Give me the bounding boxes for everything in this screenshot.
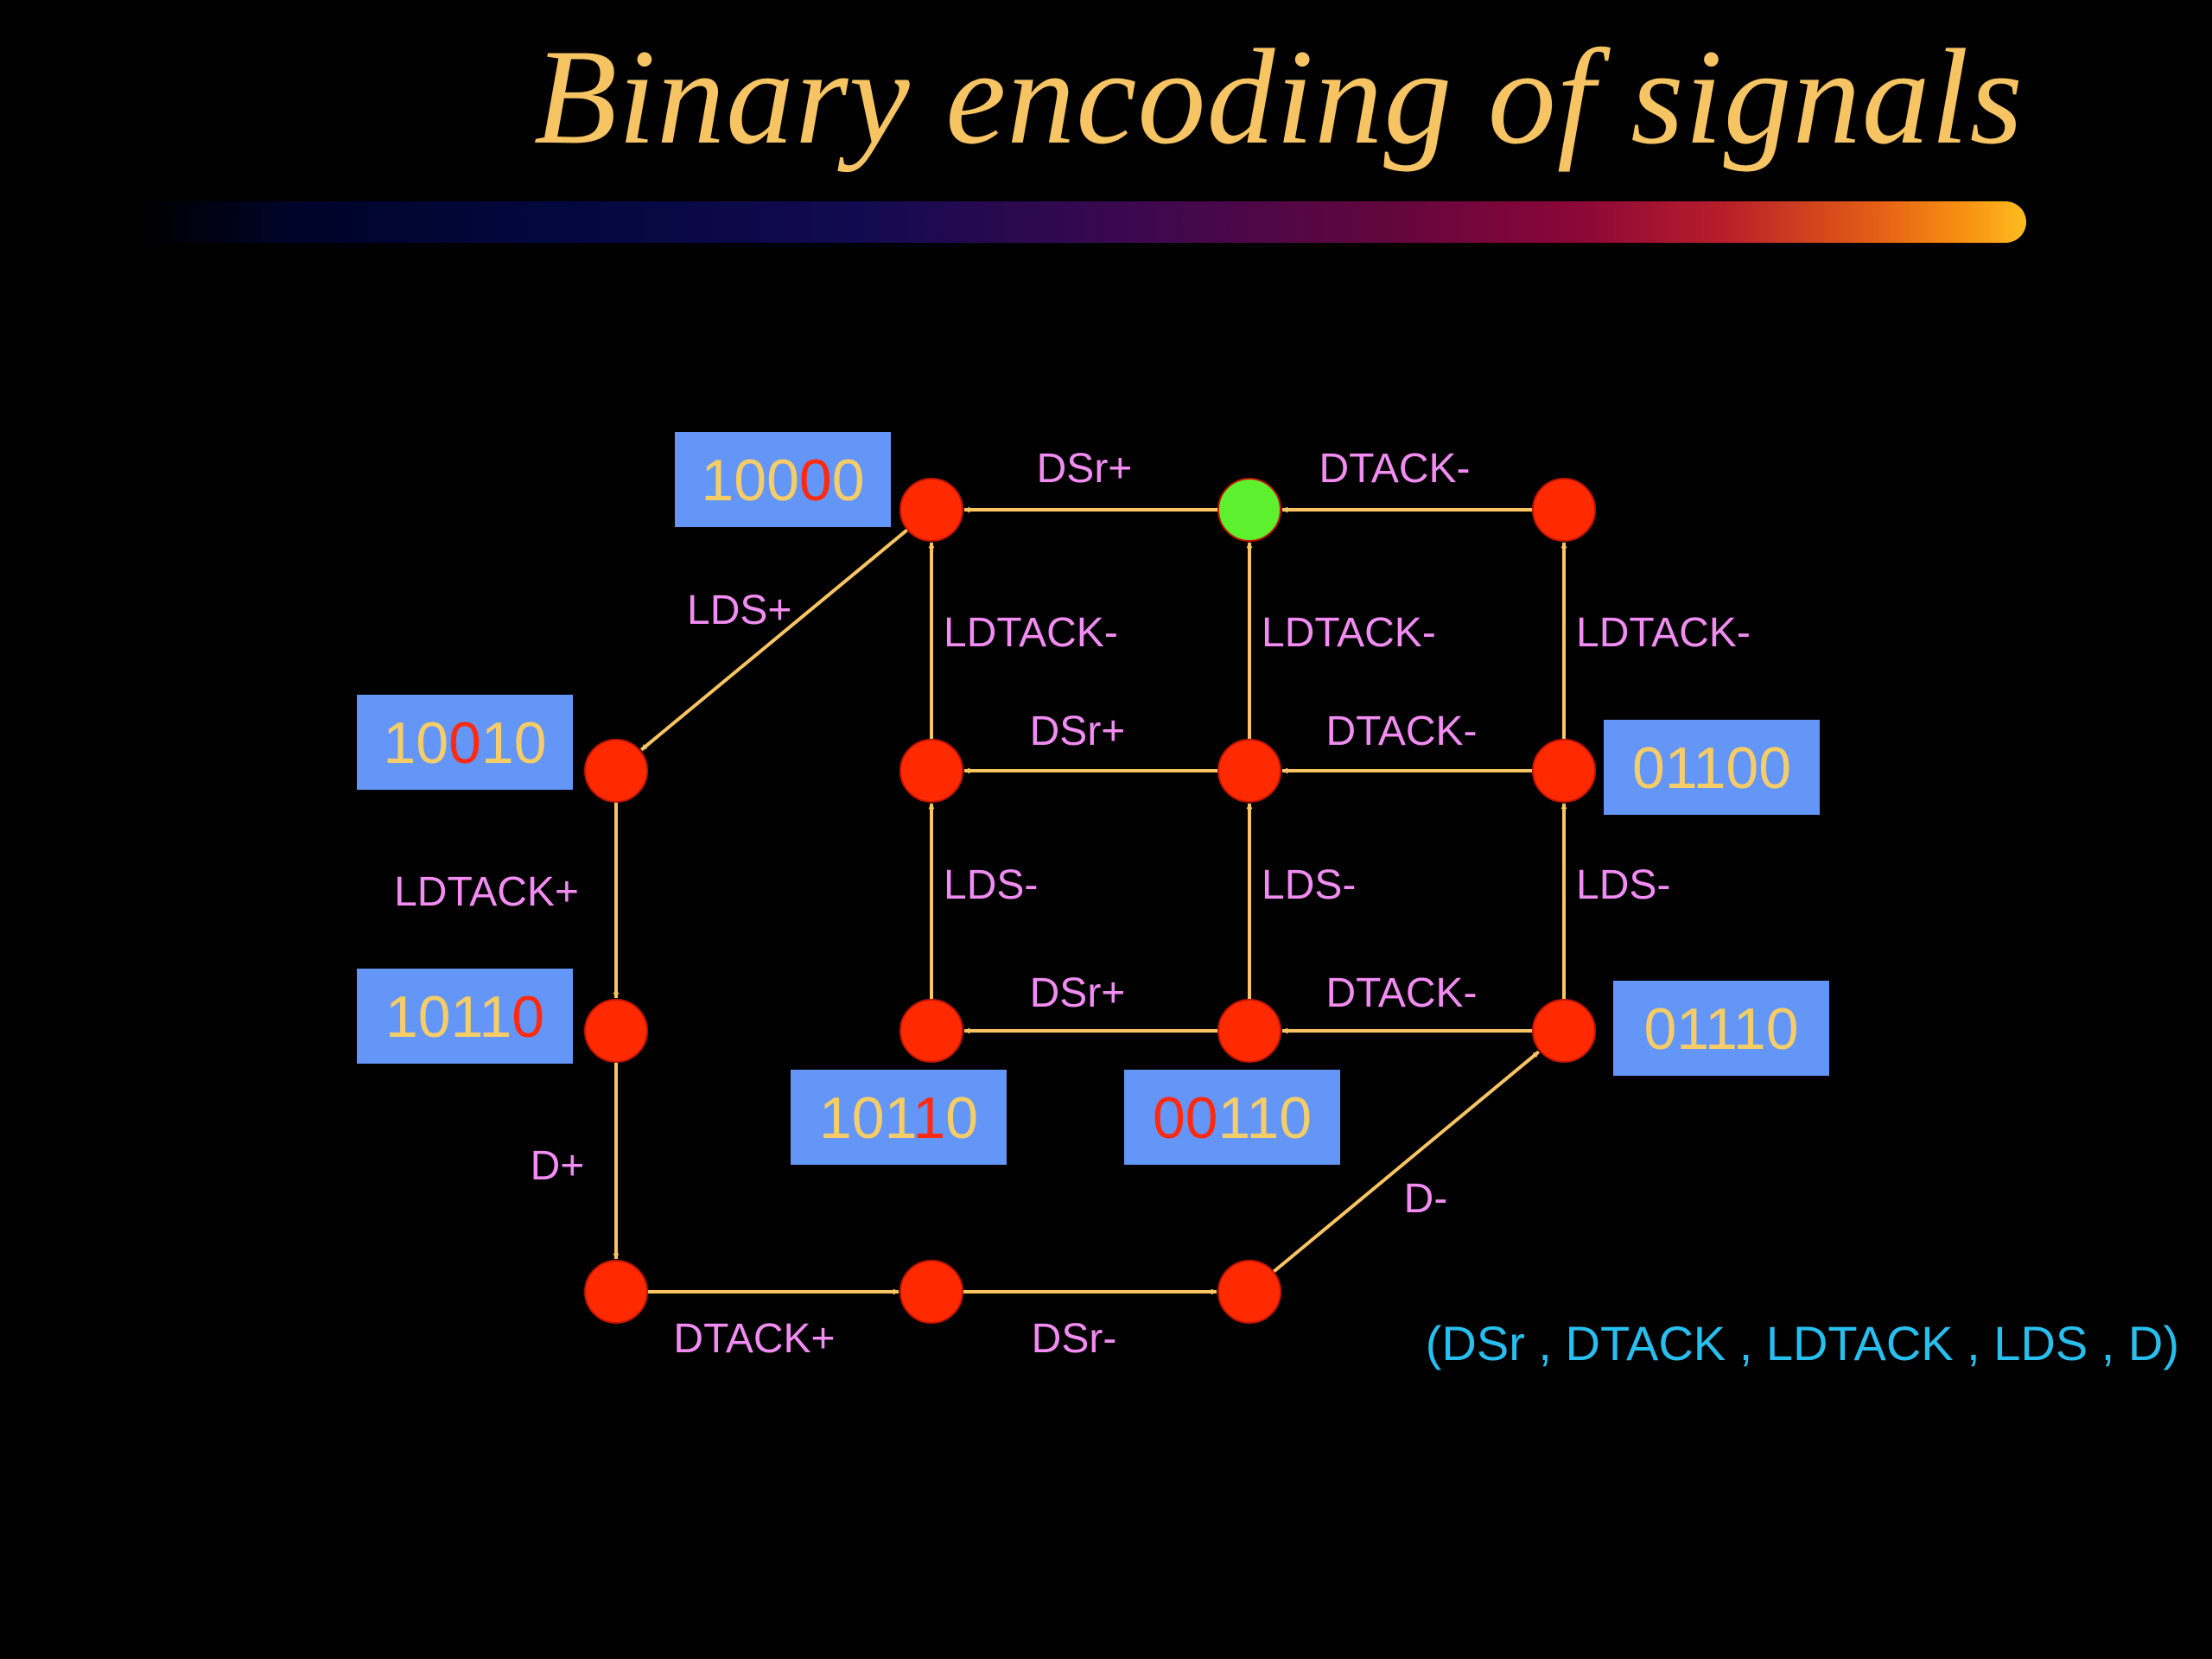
code-bit: 1 [479, 984, 512, 1050]
edges [613, 506, 1567, 1295]
code-bit: 1 [1705, 996, 1735, 1062]
code-bit: 1 [451, 984, 481, 1050]
code-box-bg [675, 432, 891, 527]
code-bit: 1 [1218, 1085, 1249, 1151]
edge-label: DTACK- [1325, 970, 1477, 1016]
code-box-bg [1613, 981, 1829, 1076]
code-bit: 0 [1185, 1085, 1218, 1151]
edge-label: DTACK- [1325, 709, 1477, 754]
edge-label: LDS- [1576, 862, 1670, 908]
code-bit: 0 [448, 710, 481, 776]
code-bit: 0 [1153, 1085, 1185, 1151]
edge-label: DSr+ [1030, 970, 1126, 1016]
code-bit: 1 [1676, 996, 1707, 1062]
state-code-box-k: 01110 [1613, 981, 1829, 1076]
code-bit: 0 [766, 448, 799, 513]
edge-a-d [640, 528, 909, 752]
code-box-bg [791, 1070, 1007, 1165]
edge-label: LDTACK+ [394, 869, 579, 915]
code-bit: 1 [1246, 1085, 1279, 1151]
code-bit: 1 [385, 984, 418, 1050]
edge-labels: DSr+ DTACK- LDS+ LDTACK- LDTACK- LDTACK- DSr+ D… [394, 446, 1751, 1362]
state-node [1217, 739, 1281, 803]
code-bit: 0 [1632, 735, 1665, 801]
edge-n-k [1272, 1050, 1541, 1274]
code-bit: 0 [852, 1085, 885, 1151]
code-box-bg [357, 695, 573, 790]
state-code-box-d: 10010 [357, 695, 573, 790]
code-bit: 0 [514, 710, 547, 776]
code-box-bg [357, 969, 573, 1064]
state-code: 10010 [383, 710, 546, 776]
code-bit: 1 [481, 710, 514, 776]
code-bit: 1 [1694, 735, 1726, 801]
code-bit: 0 [512, 984, 544, 1050]
edge-label: DTACK+ [673, 1316, 835, 1362]
code-bit: 0 [1758, 735, 1791, 801]
state-node [899, 999, 963, 1063]
state-code-box-h: 10110 [357, 969, 573, 1064]
initial-state-node [1217, 478, 1281, 542]
state-code: 01100 [1632, 735, 1791, 801]
state-node [899, 478, 963, 542]
code-bit: 1 [1665, 735, 1695, 801]
edge-label: DSr+ [1030, 709, 1126, 754]
state-code-box-a: 10000 [675, 432, 891, 527]
code-bit: 1 [701, 448, 734, 513]
edge-label: D- [1404, 1176, 1448, 1222]
edge-label: DSr- [1032, 1316, 1117, 1362]
edge-label: LDTACK- [944, 610, 1118, 656]
state-code-box-j: 00110 [1124, 1070, 1340, 1165]
code-bit: 0 [416, 710, 448, 776]
state-code: 10110 [385, 984, 544, 1050]
edge-label: D+ [531, 1143, 585, 1189]
state-code: 10000 [701, 448, 864, 513]
state-node [1532, 739, 1596, 803]
code-bit: 1 [383, 710, 416, 776]
edge-label: LDS+ [687, 588, 791, 633]
code-bit: 0 [945, 1085, 978, 1151]
code-box-bg [1124, 1070, 1340, 1165]
code-bit: 1 [1733, 996, 1766, 1062]
state-node [899, 739, 963, 803]
state-node [584, 1260, 648, 1324]
state-node [1532, 478, 1596, 542]
state-code-box-i: 10110 [791, 1070, 1007, 1165]
code-bit: 0 [1766, 996, 1799, 1062]
code-box-bg [1604, 720, 1820, 815]
state-code: 10110 [819, 1085, 978, 1151]
code-bit: 0 [799, 448, 832, 513]
title-underline-bar [138, 201, 2026, 243]
state-node [1217, 1260, 1281, 1324]
code-bit: 0 [1643, 996, 1676, 1062]
edge-label: LDTACK- [1576, 610, 1751, 656]
state-node [899, 1260, 963, 1324]
state-node [1532, 999, 1596, 1063]
code-bit: 0 [418, 984, 451, 1050]
signal-order-caption: (DSr , DTACK , LDTACK , LDS , D) [1426, 1316, 2179, 1370]
state-code: 01110 [1643, 996, 1798, 1062]
state-node [1217, 999, 1281, 1063]
state-code: 00110 [1153, 1085, 1312, 1151]
code-bit: 0 [1726, 735, 1758, 801]
code-bit: 0 [734, 448, 766, 513]
edge-label: DSr+ [1037, 446, 1133, 492]
edge-label: LDS- [1262, 862, 1356, 908]
edge-label: LDS- [944, 862, 1038, 908]
code-bit: 1 [912, 1085, 945, 1151]
state-node [584, 739, 648, 803]
code-bit: 1 [885, 1085, 915, 1151]
state-node [584, 999, 648, 1063]
code-bit: 0 [832, 448, 865, 513]
code-bit: 0 [1279, 1085, 1312, 1151]
slide-title: Binary encoding of signals [533, 22, 2024, 173]
edge-label: LDTACK- [1262, 610, 1436, 656]
code-bit: 1 [819, 1085, 852, 1151]
edge-label: DTACK- [1319, 446, 1470, 492]
state-code-box-g: 01100 [1604, 720, 1820, 815]
states [584, 478, 1596, 1324]
